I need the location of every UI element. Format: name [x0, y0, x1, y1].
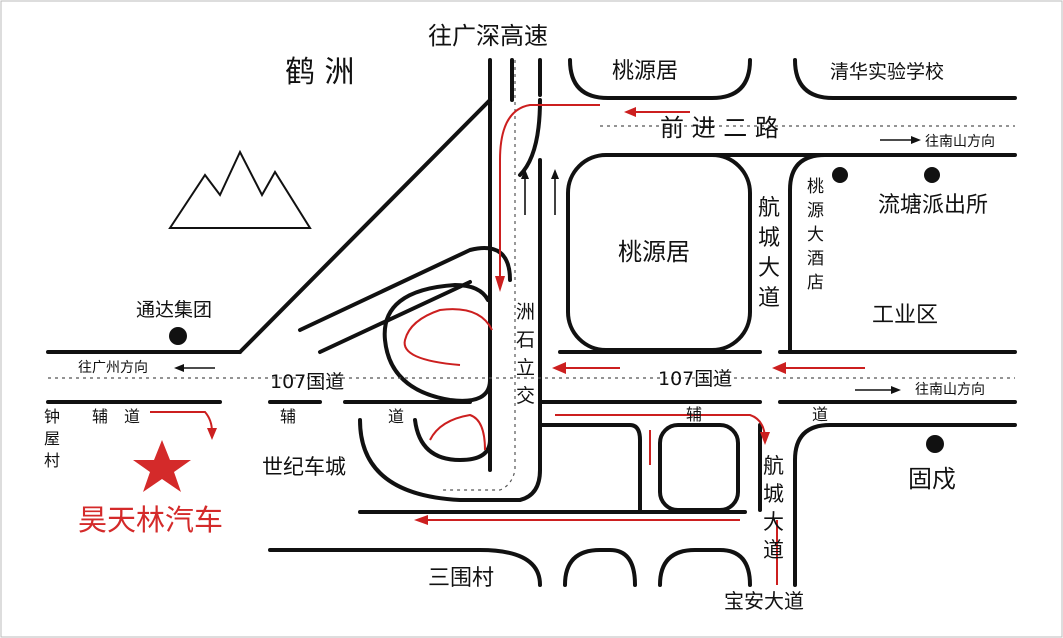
- label-shiji-car-city: 世纪车城: [262, 455, 346, 479]
- svg-text:大: 大: [763, 510, 784, 534]
- label-to-nanshan-top: 往南山方向: [925, 134, 995, 150]
- label-zhongwu-village: 钟 屋 村: [44, 407, 60, 470]
- svg-text:桃: 桃: [807, 177, 824, 197]
- svg-text:道: 道: [763, 538, 784, 562]
- location-dot-icon: [926, 435, 944, 453]
- star-icon: [133, 440, 191, 492]
- center-lines: [48, 60, 1015, 491]
- svg-text:屋: 屋: [44, 429, 60, 448]
- svg-text:道: 道: [758, 286, 780, 311]
- road-label-g107-left: 107国道: [270, 371, 344, 393]
- label-tsinghua-school: 清华实验学校: [830, 61, 944, 83]
- road-label-baoan: 宝安大道: [724, 589, 804, 613]
- road-label-hangcheng-bottom: 航 城 大 道: [763, 454, 784, 562]
- label-sanwei-village: 三围村: [428, 566, 494, 591]
- district-label-hezhou: 鹤 洲: [285, 55, 355, 90]
- svg-text:立: 立: [516, 357, 535, 379]
- brand-name: 昊天林汽车: [78, 503, 223, 537]
- label-taoyuanju-block: 桃源居: [618, 238, 690, 266]
- route-arrows: [150, 104, 865, 585]
- road-network: [46, 58, 1017, 587]
- svg-text:道: 道: [812, 405, 828, 424]
- svg-text:辅: 辅: [686, 405, 702, 424]
- svg-text:航: 航: [758, 196, 780, 221]
- svg-text:辅: 辅: [92, 407, 108, 426]
- svg-text:城: 城: [758, 226, 780, 251]
- svg-text:洲: 洲: [516, 301, 535, 323]
- label-guxu: 固戍: [908, 465, 956, 493]
- label-to-nanshan-mid: 往南山方向: [915, 382, 985, 398]
- svg-text:石: 石: [516, 329, 535, 351]
- label-taoyuanju-top: 桃源居: [612, 59, 678, 84]
- road-label-hangcheng-top: 航 城 大 道: [758, 196, 780, 311]
- location-dot-icon: [924, 167, 940, 183]
- svg-text:交: 交: [516, 385, 535, 407]
- road-label-g107-right: 107国道: [658, 368, 732, 390]
- svg-text:航: 航: [763, 454, 784, 478]
- mountain-icon: [168, 149, 312, 229]
- label-tongda-group: 通达集团: [136, 299, 212, 321]
- svg-text:村: 村: [44, 451, 60, 470]
- label-to-guangshen: 往广深高速: [428, 22, 548, 50]
- svg-text:源: 源: [807, 201, 824, 221]
- svg-text:道: 道: [124, 407, 140, 426]
- svg-text:辅: 辅: [280, 407, 296, 426]
- label-taoyuan-hotel: 桃 源 大 酒 店: [807, 177, 824, 293]
- label-liutang-police: 流塘派出所: [878, 193, 988, 218]
- direction-arrows: [174, 136, 921, 394]
- road-label-service-road: 辅 道 辅 道 辅 道: [92, 405, 828, 426]
- label-to-guangzhou: 往广州方向: [78, 360, 148, 376]
- svg-text:大: 大: [807, 225, 824, 245]
- road-label-qianjin: 前 进 二 路: [660, 114, 779, 142]
- label-industrial-zone: 工业区: [872, 303, 938, 328]
- svg-text:店: 店: [807, 273, 824, 293]
- location-dot-icon: [832, 167, 848, 183]
- svg-text:城: 城: [763, 482, 784, 506]
- svg-text:大: 大: [758, 256, 780, 281]
- label-zhoushi-interchange: 洲 石 立 交: [516, 301, 535, 407]
- svg-text:道: 道: [388, 407, 404, 426]
- location-dot-icon: [169, 327, 187, 345]
- svg-text:钟: 钟: [44, 407, 60, 426]
- svg-text:酒: 酒: [807, 249, 824, 269]
